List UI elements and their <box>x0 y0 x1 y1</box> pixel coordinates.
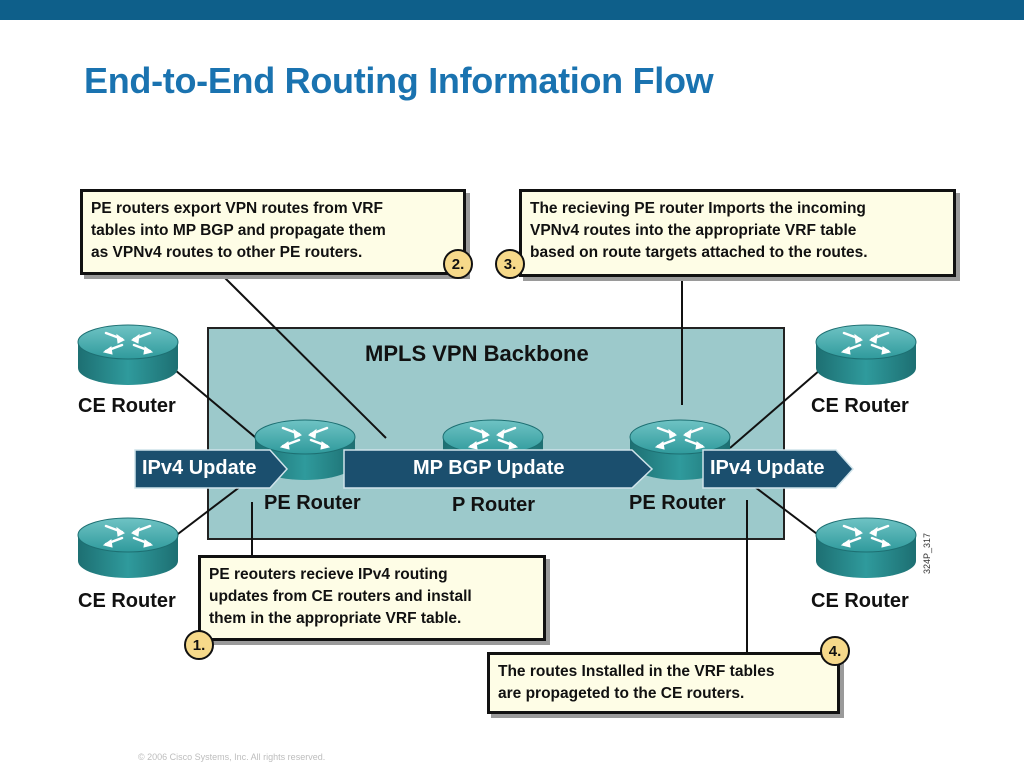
ipv4-update-right-label: IPv4 Update <box>710 457 825 479</box>
callout-step2-line: PE routers export VPN routes from VRF <box>91 200 383 217</box>
callout-step1: PE reouters recieve IPv4 routing updates… <box>198 555 546 641</box>
ce-router-bottom-right-icon <box>814 516 918 580</box>
ce-router-bottom-left-icon <box>76 516 180 580</box>
step3-badge: 3. <box>495 249 525 279</box>
top-bar <box>0 0 1024 20</box>
slide-title: End-to-End Routing Information Flow <box>84 60 714 101</box>
backbone-label: MPLS VPN Backbone <box>365 341 589 366</box>
p-router-label: P Router <box>452 494 535 516</box>
ipv4-update-left-arrow <box>134 449 289 489</box>
figure-code: 324P_317 <box>922 532 932 574</box>
step2-badge: 2. <box>443 249 473 279</box>
callout-step2: PE routers export VPN routes from VRF ta… <box>80 189 466 275</box>
callout-step3-line: based on route targets attached to the r… <box>530 244 868 261</box>
callout-step4-line: The routes Installed in the VRF tables <box>498 663 775 680</box>
ce-router-top-right-icon <box>814 323 918 387</box>
copyright-footer: © 2006 Cisco Systems, Inc. All rights re… <box>138 752 326 762</box>
ce-router-bottom-right-label: CE Router <box>811 590 909 612</box>
ipv4-update-right-arrow <box>702 449 855 489</box>
callout-step1-line: updates from CE routers and install <box>209 588 472 605</box>
pe-router-left-label: PE Router <box>264 492 361 514</box>
step1-badge: 1. <box>184 630 214 660</box>
callout-step2-line: tables into MP BGP and propagate them <box>91 222 386 239</box>
callout-step3-line: VPNv4 routes into the appropriate VRF ta… <box>530 222 857 239</box>
callout-step3-line: The recieving PE router Imports the inco… <box>530 200 866 217</box>
link-ce-top-left <box>174 369 269 449</box>
ce-router-bottom-left-label: CE Router <box>78 590 176 612</box>
step4-badge: 4. <box>820 636 850 666</box>
ce-router-top-right-label: CE Router <box>811 395 909 417</box>
callout-step4-line: are propageted to the CE routers. <box>498 685 745 702</box>
callout-step4: The routes Installed in the VRF tables a… <box>487 652 840 714</box>
callout-step3: The recieving PE router Imports the inco… <box>519 189 956 277</box>
ipv4-update-left-label: IPv4 Update <box>142 457 257 479</box>
ce-router-top-left-icon <box>76 323 180 387</box>
callout-step2-line: as VPNv4 routes to other PE routers. <box>91 244 363 261</box>
link-ce-top-right <box>729 369 821 449</box>
pointer-step2 <box>221 274 387 439</box>
callout-step1-line: them in the appropriate VRF table. <box>209 610 462 627</box>
mp-bgp-update-arrow <box>343 449 654 489</box>
pe-router-right-label: PE Router <box>629 492 726 514</box>
callout-step1-line: PE reouters recieve IPv4 routing <box>209 566 448 583</box>
ce-router-top-left-label: CE Router <box>78 395 176 417</box>
mp-bgp-update-label: MP BGP Update <box>413 457 565 479</box>
